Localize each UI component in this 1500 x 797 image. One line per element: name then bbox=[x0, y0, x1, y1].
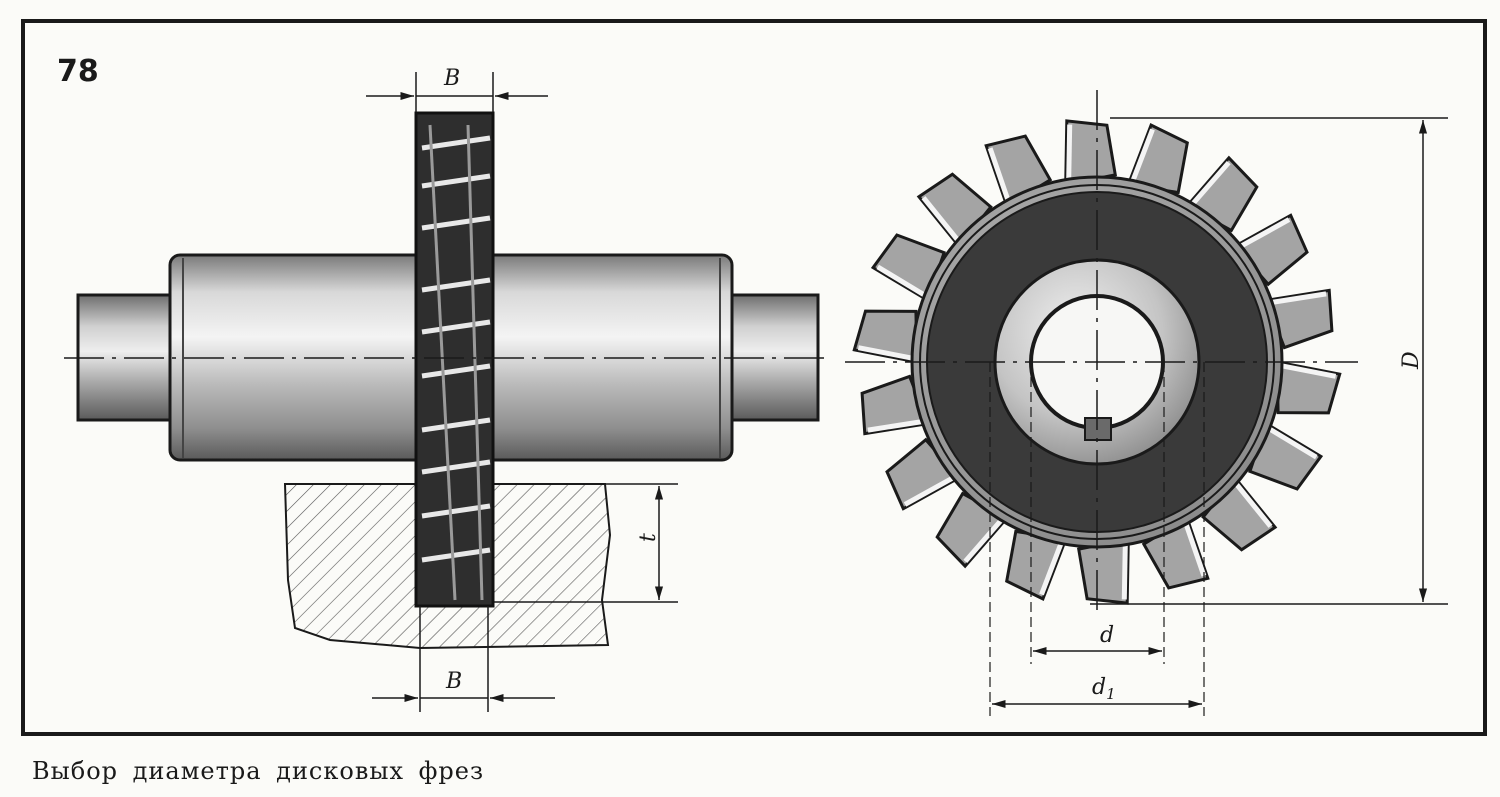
figure-caption: Выбор диаметра дисковых фрез bbox=[32, 757, 485, 785]
dim-label-b-top: B bbox=[443, 66, 460, 91]
tooth-edge bbox=[1130, 128, 1155, 183]
tooth-edge bbox=[1239, 217, 1291, 249]
figure-frame bbox=[21, 19, 1487, 736]
tooth-edge bbox=[903, 475, 955, 507]
tooth-edge bbox=[1233, 481, 1273, 528]
dim-label-d-outer: D bbox=[1399, 351, 1424, 370]
dim-label-d1: d1 bbox=[1092, 675, 1116, 703]
tooth-edge bbox=[1066, 124, 1073, 181]
cutter-tooth bbox=[1076, 537, 1130, 605]
dim-label-b-bottom: B bbox=[445, 669, 462, 694]
tooth-edge bbox=[867, 419, 924, 433]
tooth-edge bbox=[1039, 541, 1064, 596]
tooth-edge bbox=[857, 345, 914, 361]
tooth-edge bbox=[1190, 160, 1231, 207]
tooth-edge bbox=[1270, 291, 1327, 305]
tooth-edge bbox=[876, 264, 927, 298]
keyway bbox=[1084, 417, 1112, 441]
tooth-edge bbox=[1183, 522, 1207, 577]
dim-label-t: t bbox=[636, 533, 661, 542]
tooth-edge bbox=[1267, 426, 1318, 460]
dim-label-d-bore: d bbox=[1100, 623, 1114, 648]
tooth-edge bbox=[987, 147, 1011, 202]
tooth-edge bbox=[963, 517, 1004, 564]
tooth-edge bbox=[921, 196, 961, 243]
dim-label-d1-subscript: 1 bbox=[1106, 685, 1116, 703]
cutter-tooth bbox=[1064, 119, 1118, 187]
figure-number: 78 bbox=[57, 54, 99, 89]
side-view: B B t bbox=[64, 66, 832, 712]
tooth-edge bbox=[1121, 543, 1128, 600]
front-view: D d d1 bbox=[845, 90, 1448, 716]
tooth-edge bbox=[1280, 363, 1337, 379]
disk-cutter-side bbox=[414, 111, 495, 608]
